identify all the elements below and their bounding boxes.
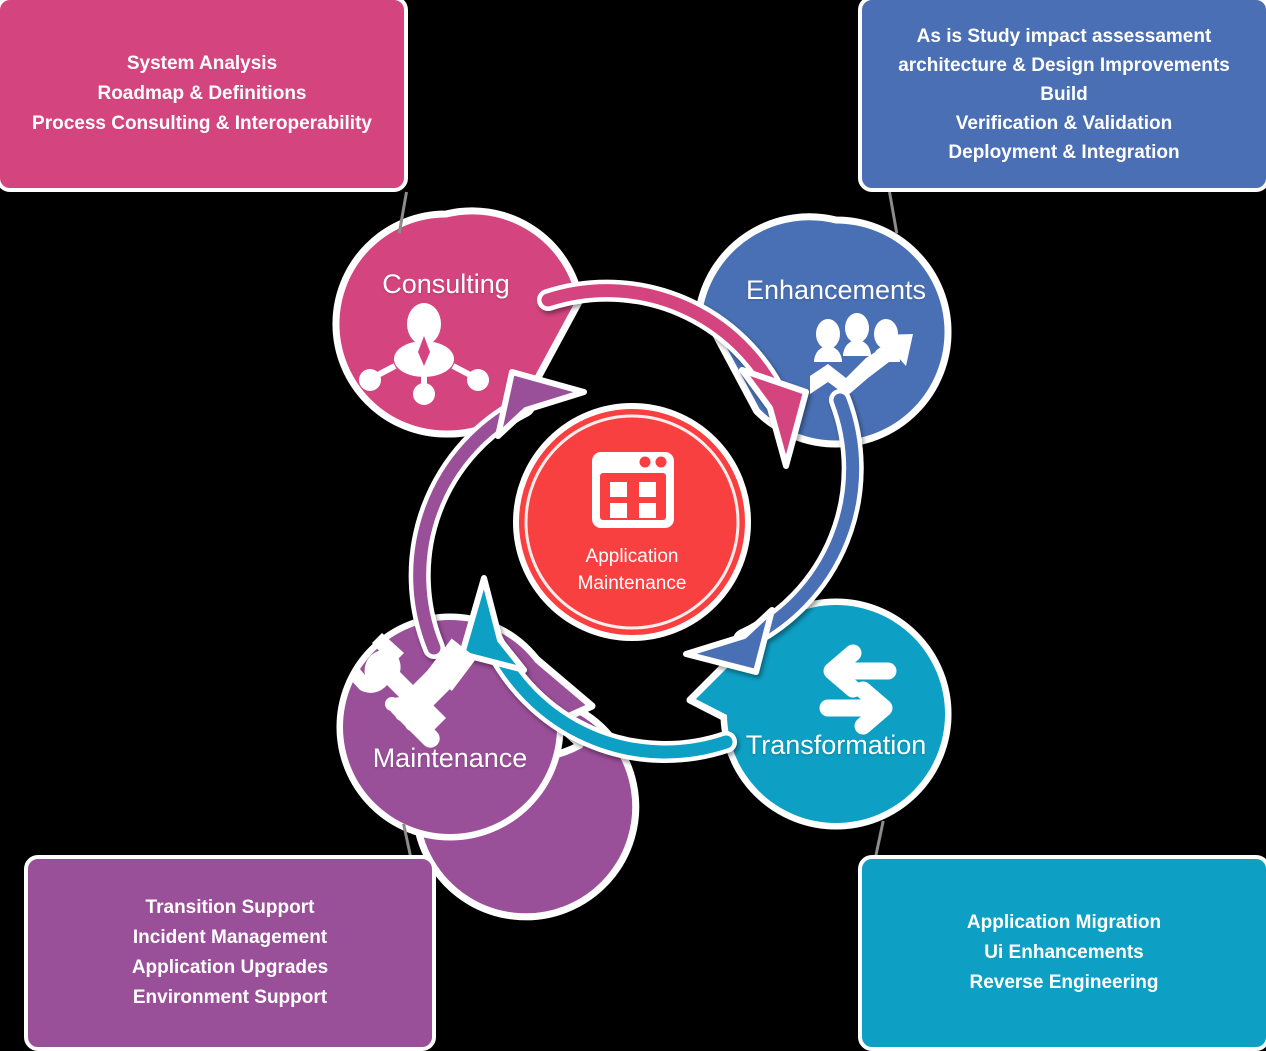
info-line: Incident Management (132, 927, 328, 948)
exchange-arrows-icon (819, 644, 897, 735)
info-line: architecture & Design Improvements (898, 54, 1230, 76)
info-line: Process Consulting & Interoperability (32, 113, 372, 134)
info-line: Verification & Validation (955, 112, 1173, 134)
info-box-maintenance[interactable]: Transition Support Incident Management A… (24, 855, 436, 1051)
info-line: Reverse Engineering (969, 972, 1159, 993)
info-line: Environment Support (132, 987, 328, 1008)
info-line: Application Upgrades (131, 957, 329, 978)
info-line: Roadmap & Definitions (97, 83, 307, 104)
wrench-hammer-icon (349, 633, 477, 748)
people-growth-arrow-icon (810, 313, 913, 396)
arrow-enhancements-to-transformation (683, 389, 864, 675)
center-label-line2: Maintenance (577, 573, 687, 594)
info-box-enhancements[interactable]: As is Study impact assessament architect… (858, 0, 1266, 192)
application-window-grid-icon (592, 452, 674, 528)
info-line: Build (1040, 83, 1088, 105)
consultant-network-person-icon (359, 303, 489, 405)
arrow-consulting-to-enhancements (537, 279, 809, 469)
info-line: Application Migration (966, 912, 1162, 933)
arrow-transformation-to-maintenance (459, 575, 737, 763)
info-box-consulting[interactable]: System Analysis Roadmap & Definitions Pr… (0, 0, 408, 192)
info-line: As is Study impact assessament (916, 25, 1212, 47)
info-line: Transition Support (145, 897, 315, 918)
info-line: System Analysis (126, 53, 278, 74)
center-node-label: Application Maintenance (532, 543, 732, 597)
info-line: Ui Enhancements (984, 942, 1144, 963)
arrow-maintenance-to-consulting (408, 369, 587, 659)
info-line: Deployment & Integration (948, 141, 1180, 163)
info-box-transformation[interactable]: Application Migration Ui Enhancements Re… (858, 855, 1266, 1051)
center-label-line1: Application (585, 546, 679, 567)
lobe-transformation[interactable] (686, 598, 952, 830)
